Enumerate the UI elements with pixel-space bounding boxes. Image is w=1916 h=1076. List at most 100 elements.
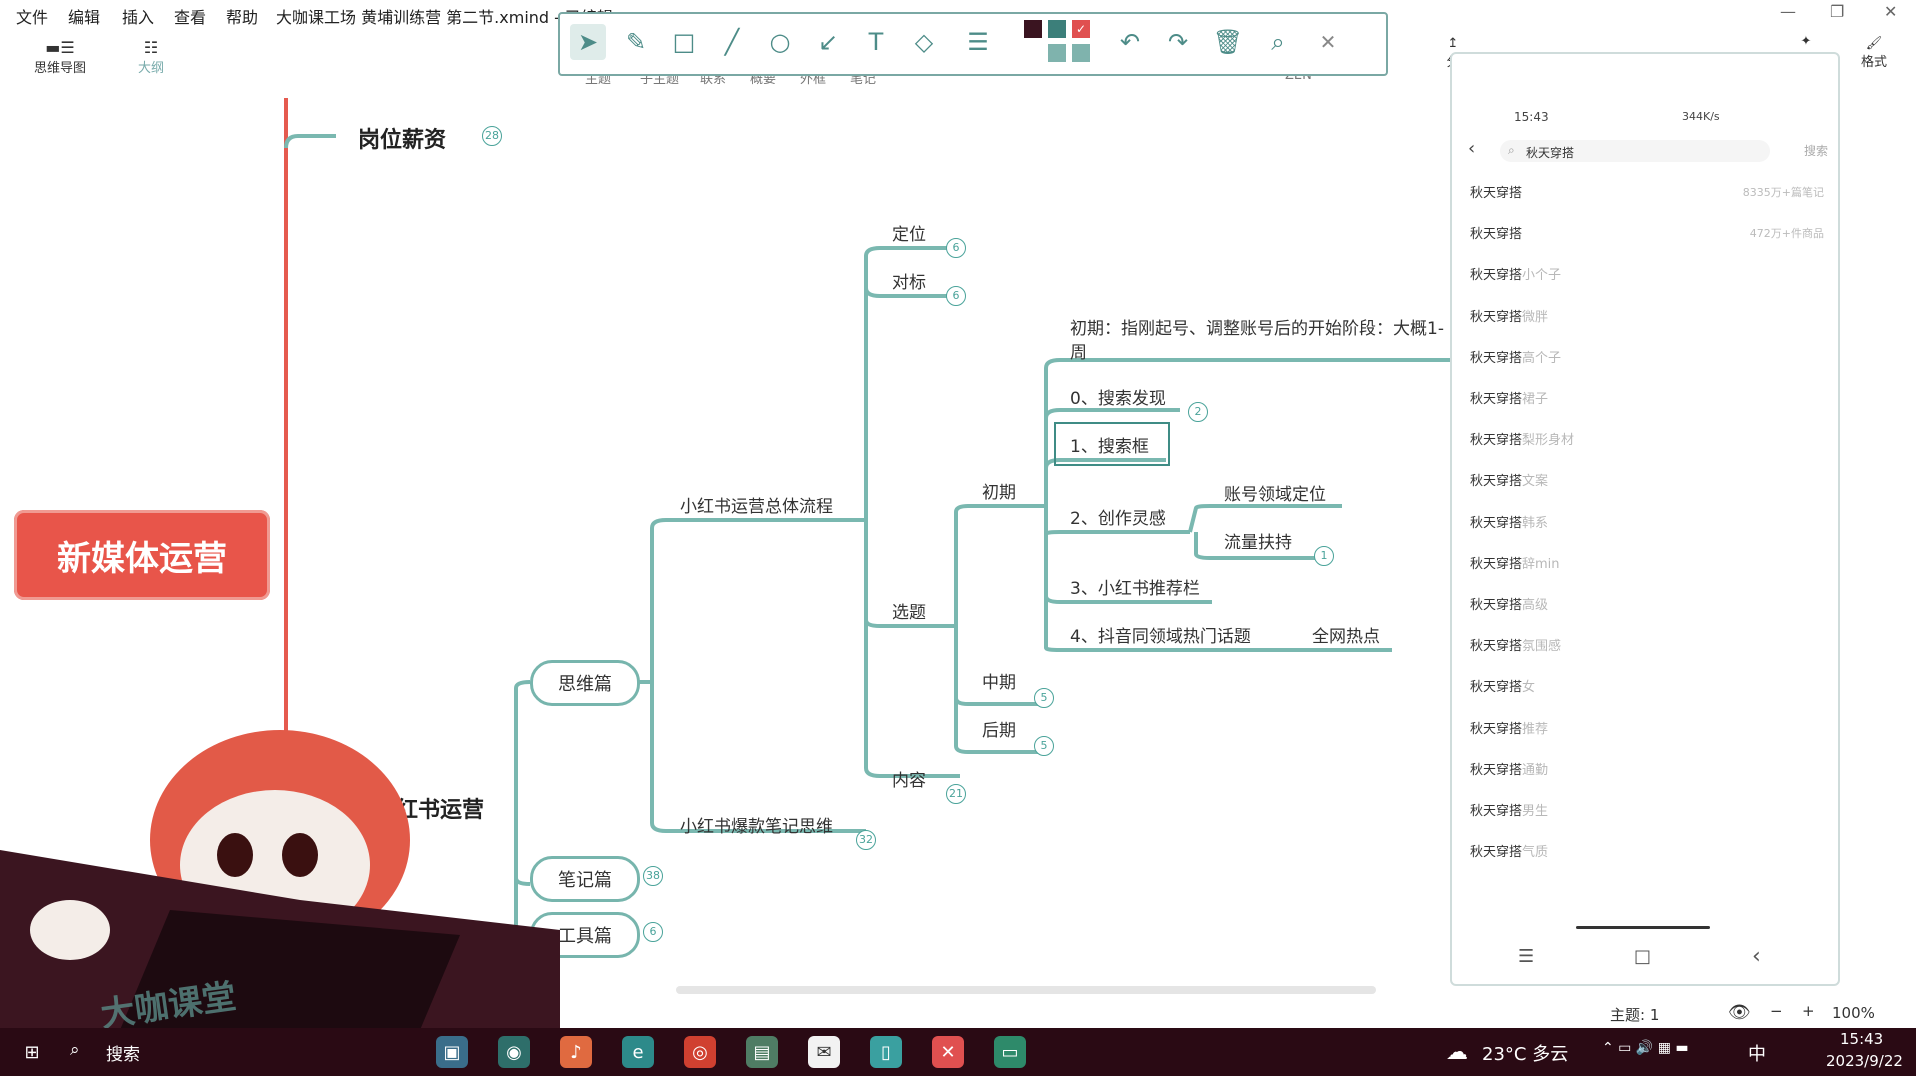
zoom-icon[interactable]: ⌕: [1271, 28, 1285, 56]
mindmap-view-button[interactable]: ▬☰ 思维导图: [30, 38, 90, 76]
root-node[interactable]: 新媒体运营: [14, 510, 270, 600]
badge-late[interactable]: 5: [1034, 736, 1054, 756]
undo-icon[interactable]: ↶: [1119, 28, 1141, 56]
node-step1[interactable]: 1、搜索框: [1070, 437, 1149, 457]
windows-start-icon[interactable]: ⊞: [24, 1041, 40, 1063]
edge-icon[interactable]: e: [622, 1036, 654, 1068]
pointer-tool-icon[interactable]: ➤: [570, 24, 606, 60]
suggestion-item[interactable]: 秋天穿搭气质: [1470, 841, 1548, 860]
phone-search-button[interactable]: 搜索: [1803, 144, 1828, 158]
node-positioning[interactable]: 定位: [892, 225, 926, 245]
format-button[interactable]: 🖌 格式: [1854, 36, 1894, 70]
eye-icon[interactable]: 👁: [1728, 1002, 1751, 1023]
xmind-icon[interactable]: ✕: [932, 1036, 964, 1068]
node-mid[interactable]: 中期: [982, 673, 1016, 693]
suggestion-item[interactable]: 秋天穿搭推荐: [1470, 718, 1548, 737]
node-late[interactable]: 后期: [982, 721, 1016, 741]
suggestion-item[interactable]: 秋天穿搭男生: [1470, 800, 1548, 819]
suggestion-item[interactable]: 秋天穿搭韩系: [1470, 512, 1548, 531]
suggestion-item[interactable]: 秋天穿搭辞min: [1470, 553, 1560, 572]
badge-salary[interactable]: 28: [482, 126, 502, 146]
node-step4[interactable]: 4、抖音同领域热门话题: [1070, 627, 1251, 647]
node-step2[interactable]: 2、创作灵感: [1070, 509, 1166, 529]
node-viral[interactable]: 小红书爆款笔记思维: [680, 817, 833, 837]
restore-icon[interactable]: ❐: [1830, 2, 1845, 21]
wechat-icon[interactable]: ✉: [808, 1036, 840, 1068]
badge-benchmark[interactable]: 6: [946, 286, 966, 306]
menu-insert[interactable]: 插入: [122, 8, 155, 27]
taskbar-search-icon[interactable]: ⌕: [70, 1040, 80, 1060]
menu-nav-icon[interactable]: ☰: [1518, 946, 1535, 967]
zoom-level[interactable]: 100%: [1832, 1004, 1875, 1022]
horizontal-scrollbar[interactable]: [676, 986, 1376, 994]
badge-step0[interactable]: 2: [1188, 402, 1208, 422]
color-swatch-dark[interactable]: [1024, 20, 1042, 38]
node-notes[interactable]: 笔记篇: [530, 856, 640, 902]
node-step0[interactable]: 0、搜索发现: [1070, 389, 1166, 409]
menu-help[interactable]: 帮助: [226, 8, 259, 27]
redo-icon[interactable]: ↷: [1167, 28, 1189, 56]
node-content[interactable]: 内容: [892, 771, 926, 791]
taskbar-search-label[interactable]: 搜索: [106, 1045, 140, 1065]
tray-icons[interactable]: ⌃ ▭ 🔊 ▦ ▬: [1602, 1040, 1689, 1056]
zoom-out-icon[interactable]: −: [1770, 1002, 1783, 1020]
node-thinking[interactable]: 思维篇: [530, 660, 640, 706]
node-xhs-ops[interactable]: 红书运营: [396, 798, 485, 823]
line-tool-icon[interactable]: ╱: [724, 28, 740, 56]
color-swatch-light2[interactable]: [1072, 44, 1090, 62]
clock-date[interactable]: 2023/9/22: [1826, 1052, 1903, 1070]
badge-notes[interactable]: 38: [643, 866, 663, 886]
folder-icon[interactable]: ▭: [994, 1036, 1026, 1068]
back-nav-icon[interactable]: ‹: [1752, 944, 1761, 969]
notes-app-icon[interactable]: ▤: [746, 1036, 778, 1068]
text-tool-icon[interactable]: T: [868, 28, 884, 56]
clock-time[interactable]: 15:43: [1840, 1030, 1884, 1048]
back-icon[interactable]: ‹: [1468, 138, 1476, 159]
badge-positioning[interactable]: 6: [946, 238, 966, 258]
eraser-tool-icon[interactable]: ◇: [914, 28, 934, 56]
pin-icon[interactable]: ✦: [1800, 34, 1812, 49]
rectangle-tool-icon[interactable]: □: [672, 28, 696, 56]
color-swatch-teal[interactable]: [1048, 20, 1066, 38]
node-topic[interactable]: 选题: [892, 603, 926, 623]
mindmap-canvas[interactable]: 岗位薪资 28 新媒体运营 红书运营 思维篇 笔记篇 38 工具篇 6 小红书运…: [0, 88, 1916, 994]
delete-icon[interactable]: 🗑: [1212, 28, 1244, 56]
ime-indicator[interactable]: 中: [1748, 1044, 1766, 1065]
menu-view[interactable]: 查看: [174, 8, 207, 27]
badge-viral[interactable]: 32: [856, 830, 876, 850]
color-swatch-light1[interactable]: [1048, 44, 1066, 62]
zoom-in-icon[interactable]: +: [1802, 1002, 1815, 1020]
node-benchmark[interactable]: 对标: [892, 273, 926, 293]
node-early-desc[interactable]: 初期：指刚起号、调整账号后的开始阶段：大概1-: [1070, 319, 1444, 339]
home-nav-icon[interactable]: □: [1634, 946, 1652, 967]
node-step2a[interactable]: 账号领域定位: [1224, 485, 1326, 505]
badge-tools[interactable]: 6: [643, 922, 663, 942]
close-toolbar-icon[interactable]: ✕: [1319, 30, 1337, 54]
suggestion-item[interactable]: 秋天穿搭氛围感: [1470, 635, 1561, 654]
close-window-icon[interactable]: ✕: [1884, 2, 1898, 21]
circle-tool-icon[interactable]: ○: [769, 28, 791, 56]
taskbar-app-icon-2[interactable]: ◉: [498, 1036, 530, 1068]
line-width-icon[interactable]: ☰: [967, 28, 989, 56]
suggestion-item[interactable]: 秋天穿搭高个子: [1470, 347, 1561, 366]
phone-search-input[interactable]: ⌕ 秋天穿搭: [1500, 140, 1770, 162]
music-app-icon[interactable]: ♪: [560, 1036, 592, 1068]
outline-view-button[interactable]: ☷ 大纲: [126, 38, 176, 76]
suggestion-item[interactable]: 秋天穿搭文案: [1470, 470, 1548, 489]
node-flow[interactable]: 小红书运营总体流程: [680, 497, 833, 517]
minimize-icon[interactable]: —: [1780, 2, 1796, 21]
node-early[interactable]: 初期: [982, 483, 1016, 503]
taskbar-app-icon-1[interactable]: ▣: [436, 1036, 468, 1068]
suggestion-item[interactable]: 秋天穿搭: [1470, 223, 1522, 242]
chrome-icon[interactable]: ◎: [684, 1036, 716, 1068]
badge-mid[interactable]: 5: [1034, 688, 1054, 708]
suggestion-item[interactable]: 秋天穿搭微胖: [1470, 306, 1548, 325]
arrow-tool-icon[interactable]: ↙: [817, 28, 839, 56]
suggestion-item[interactable]: 秋天穿搭裙子: [1470, 388, 1548, 407]
badge-content[interactable]: 21: [946, 784, 966, 804]
suggestion-item[interactable]: 秋天穿搭女: [1470, 676, 1535, 695]
color-swatch-red[interactable]: ✓: [1072, 20, 1090, 38]
menu-edit[interactable]: 编辑: [68, 8, 101, 27]
node-step3[interactable]: 3、小红书推荐栏: [1070, 579, 1200, 599]
suggestion-item[interactable]: 秋天穿搭: [1470, 182, 1522, 201]
